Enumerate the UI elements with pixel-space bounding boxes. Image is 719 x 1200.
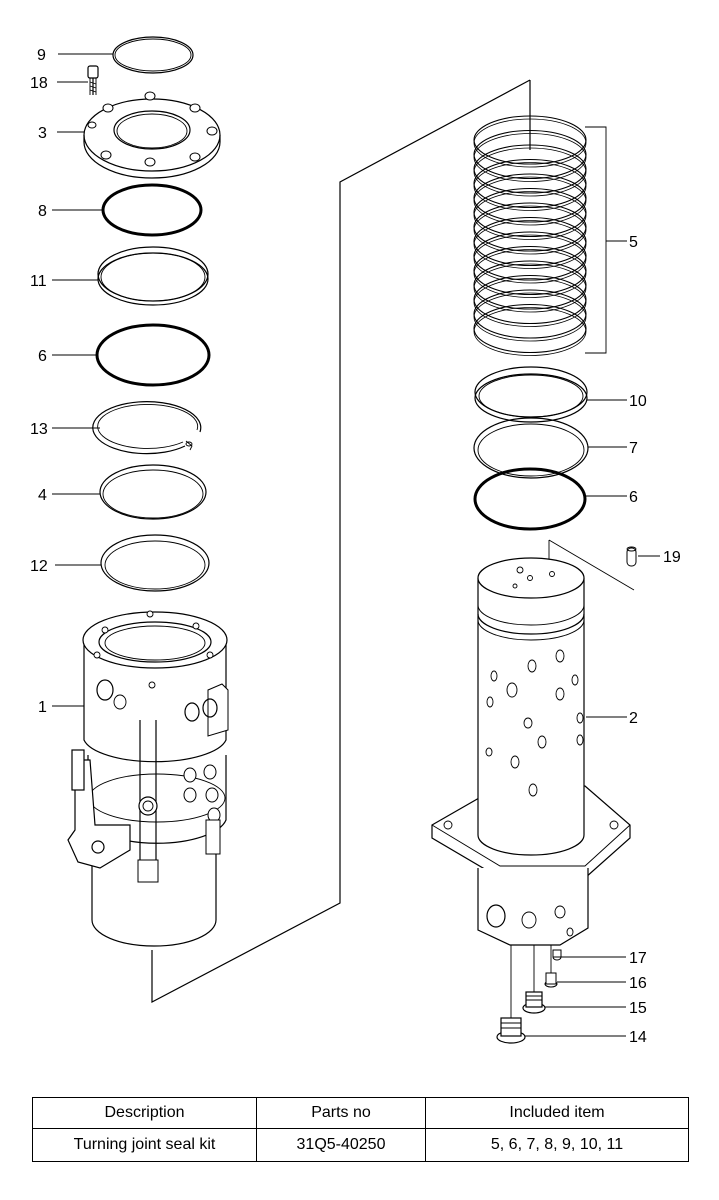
callout-6-right: 6: [629, 489, 638, 506]
part-19-pin: [626, 546, 637, 567]
part-2-shaft: [431, 557, 631, 946]
callout-8: 8: [38, 203, 47, 220]
callout-12: 12: [30, 558, 48, 575]
callout-19: 19: [663, 549, 681, 566]
seal-ring: [473, 234, 587, 284]
seal-ring: [473, 220, 587, 269]
cell-parts-no: 31Q5-40250: [256, 1128, 426, 1162]
seal-ring: [473, 307, 587, 356]
header-included-item: Included item: [425, 1097, 689, 1129]
part-17-plug: [552, 949, 562, 961]
table-header-row: Description Parts no Included item: [32, 1097, 689, 1129]
part-1-turning-joint-body: [67, 610, 229, 947]
assembly-axis-line: [151, 79, 531, 1003]
callout-16: 16: [629, 975, 647, 992]
part-7-ring: [473, 417, 589, 479]
part-8-o-ring: [101, 183, 203, 237]
callout-7: 7: [629, 440, 638, 457]
part-16-plug: [544, 972, 558, 988]
seal-ring: [473, 263, 587, 313]
part-15-plug: [522, 991, 546, 1014]
part-14-plug: [496, 1017, 526, 1044]
seal-ring: [473, 292, 587, 342]
part-6-o-ring-right: [473, 467, 587, 531]
callout-18: 18: [30, 75, 48, 92]
callout-2: 2: [629, 710, 638, 727]
callout-3: 3: [38, 125, 47, 142]
seal-ring: [473, 278, 587, 327]
part-18-bolt: [87, 65, 99, 95]
part-13-snap-ring: [92, 401, 202, 455]
cell-included-item: 5, 6, 7, 8, 9, 10, 11: [425, 1128, 689, 1162]
part-3-cover-flange: [83, 91, 221, 179]
callout-13: 13: [30, 421, 48, 438]
part-10-backup-ring: [474, 366, 588, 423]
callout-1: 1: [38, 699, 47, 716]
seal-ring: [473, 176, 587, 226]
seal-kit-table: Description Parts no Included item Turni…: [32, 1097, 689, 1162]
callout-6-left: 6: [38, 348, 47, 365]
header-description: Description: [32, 1097, 257, 1129]
callout-9: 9: [37, 47, 46, 64]
callout-11: 11: [30, 273, 47, 290]
part-12-ring: [100, 534, 210, 592]
part-6-o-ring-left: [95, 323, 211, 387]
table-row: Turning joint seal kit 31Q5-40250 5, 6, …: [32, 1128, 689, 1162]
part-9-o-ring: [112, 36, 194, 74]
part-4-backup-ring: [99, 464, 207, 520]
part-5-seal-ring-stack: [473, 80, 587, 356]
seal-ring: [473, 205, 587, 255]
callout-17: 17: [629, 950, 647, 967]
exploded-parts-diagram: 9 18 3 8: [30, 36, 681, 1046]
part-11-ring: [97, 246, 209, 306]
seal-ring: [473, 162, 587, 211]
callout-14: 14: [629, 1029, 647, 1046]
callout-10: 10: [629, 393, 647, 410]
seal-ring: [473, 249, 587, 298]
callout-4: 4: [38, 487, 47, 504]
callout-15: 15: [629, 1000, 647, 1017]
callout-5: 5: [629, 234, 638, 251]
seal-ring: [473, 191, 587, 240]
header-parts-no: Parts no: [256, 1097, 426, 1129]
cell-description: Turning joint seal kit: [32, 1128, 257, 1162]
